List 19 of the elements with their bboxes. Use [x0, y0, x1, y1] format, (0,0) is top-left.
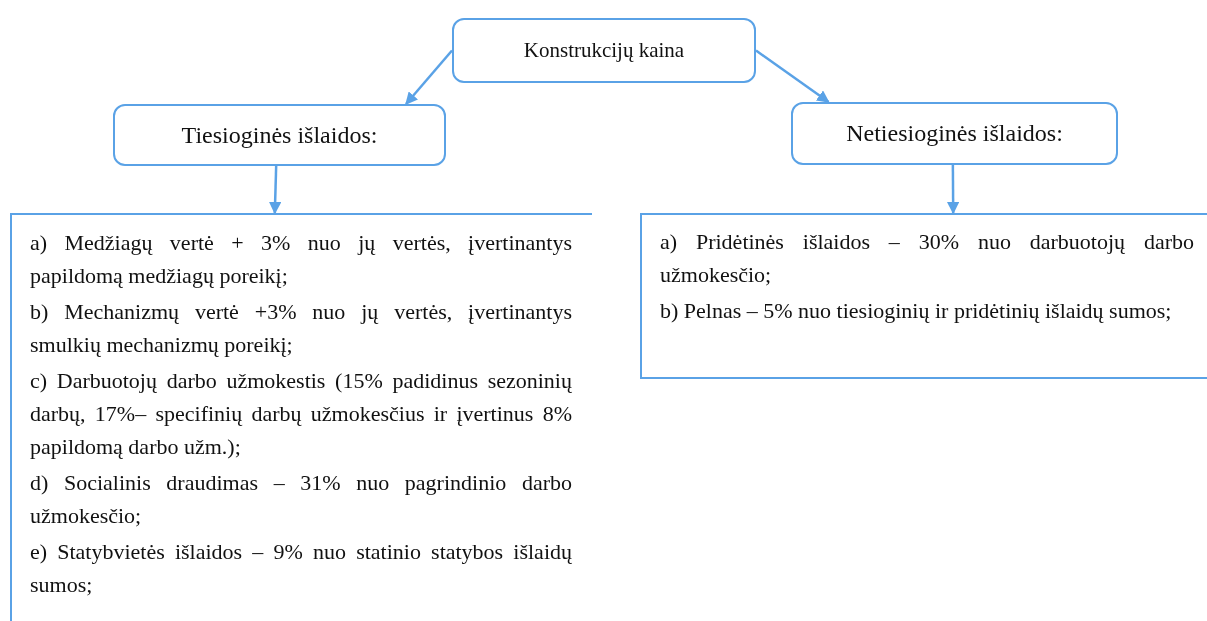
list-item-text: a) Medžiagų vertė + 3% nuo jų vertės, įvertinantys papildomą medžiagų poreikį; [30, 229, 572, 290]
arrow [405, 49, 453, 105]
list-item-text: d) Socialinis draudimas – 31% nuo pagrindinio darbo užmokesčio; [30, 469, 572, 530]
list-box [640, 213, 1207, 379]
list-item-text: b) Pelnas – 5% nuo tiesioginių ir pridėtinių išlaidų sumos; [660, 297, 1173, 325]
list-item-text: e) Statybvietės išlaidos – 9% nuo statinio statybos išlaidų sumos; [30, 538, 572, 599]
list-box [10, 213, 592, 621]
rounded-box [791, 102, 1118, 165]
list-item-text: b) Mechanizmų vertė +3% nuo jų vertės, įvertinantys smulkių mechanizmų poreikį; [30, 298, 572, 359]
list-item-text: c) Darbuotojų darbo užmokestis (15% padidinus sezoninių darbų, 17%– specifinių darbų užmokesčius ir įvertinus 8% papildomą darbo užm.); [30, 367, 572, 461]
box-title: Tiesioginės išlaidos: [181, 121, 378, 149]
arrow [755, 49, 830, 104]
list-item-text: a) Pridėtinės išlaidos – 30% nuo darbuotojų darbo užmokesčio; [660, 228, 1194, 289]
rounded-box [113, 104, 446, 166]
box-title: Konstrukcijų kaina [523, 38, 685, 63]
rounded-box [452, 18, 756, 83]
arrow [946, 165, 960, 215]
box-title: Netiesioginės išlaidos: [846, 120, 1063, 147]
arrow [268, 165, 282, 215]
